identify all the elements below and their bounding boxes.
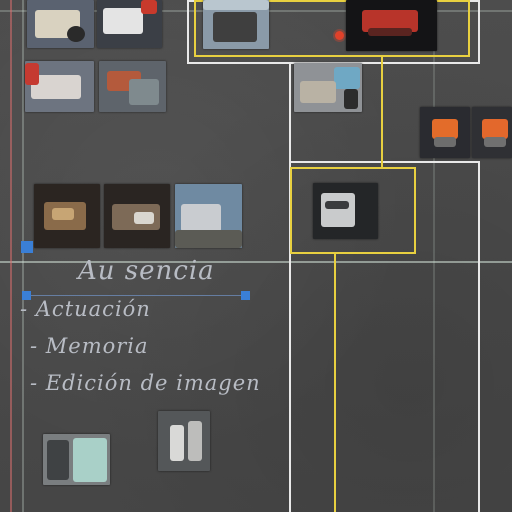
photo-detail: [188, 421, 202, 461]
photo-detail: [432, 119, 458, 139]
photo-truck-2: [97, 0, 162, 48]
photo-building: [43, 434, 110, 485]
photo-truck-night-2: [104, 184, 170, 248]
photo-detail: [203, 0, 269, 10]
blue-marker-icon: [22, 291, 31, 300]
photo-detail: [47, 440, 69, 480]
yellow-frame-middle: [290, 167, 416, 254]
photo-detail: [141, 0, 157, 14]
photo-orange-truck-1: [420, 107, 470, 158]
white-line-center: [289, 161, 480, 163]
photo-detail: [434, 137, 456, 147]
photo-truck-day: [175, 184, 242, 248]
blue-tape-line: [28, 295, 248, 296]
photo-detail: [170, 425, 184, 461]
chalk-line-vertical-right: [433, 0, 435, 512]
chalk-line-vertical: [22, 0, 24, 512]
blue-marker-icon: [241, 291, 250, 300]
red-pushpin-icon: [335, 31, 344, 40]
list-item-edicion: - Edición de imagen: [30, 371, 261, 395]
photo-people: [158, 411, 210, 471]
photo-detail: [25, 63, 39, 85]
photo-detail: [31, 75, 81, 99]
photo-detail: [484, 137, 506, 147]
photo-detail: [300, 81, 336, 103]
blue-marker-icon: [21, 241, 33, 253]
photo-detail: [213, 12, 257, 42]
photo-red-vintage-car: [346, 0, 437, 51]
yellow-connector-bottom: [334, 254, 336, 512]
photo-detail: [134, 212, 154, 224]
yellow-frame-top: [194, 0, 470, 57]
list-item-actuacion: - Actuación: [20, 297, 151, 321]
photo-detail: [67, 26, 85, 42]
photo-truck-night-1: [34, 184, 100, 248]
photo-detail: [73, 438, 107, 482]
photo-detail: [362, 10, 418, 32]
photo-detail: [334, 67, 360, 89]
photo-detail: [129, 79, 159, 105]
photo-truck-street: [99, 61, 166, 112]
photo-detail: [482, 119, 508, 139]
white-line-right: [478, 161, 480, 512]
photo-street-scene: [294, 63, 362, 112]
photo-detail: [52, 208, 74, 220]
chalk-line-middle: [0, 261, 512, 263]
photo-detail: [321, 193, 355, 227]
photo-red-truck: [25, 61, 94, 112]
photo-detail: [103, 8, 143, 34]
photo-detail: [181, 204, 221, 232]
yellow-connector-top: [381, 57, 383, 167]
photo-vintage-truck: [203, 0, 269, 49]
photo-detail: [344, 89, 358, 109]
list-item-memoria: - Memoria: [30, 334, 149, 358]
photo-detail: [175, 230, 242, 248]
photo-detail: [325, 201, 349, 209]
photo-detail: [368, 28, 412, 36]
white-line-left: [289, 62, 291, 512]
board-heading: Au sencia: [78, 256, 215, 286]
red-margin-line: [10, 0, 12, 512]
photo-orange-truck-2: [472, 107, 512, 158]
photo-white-truck: [313, 183, 378, 239]
photo-truck-1: [27, 0, 94, 48]
